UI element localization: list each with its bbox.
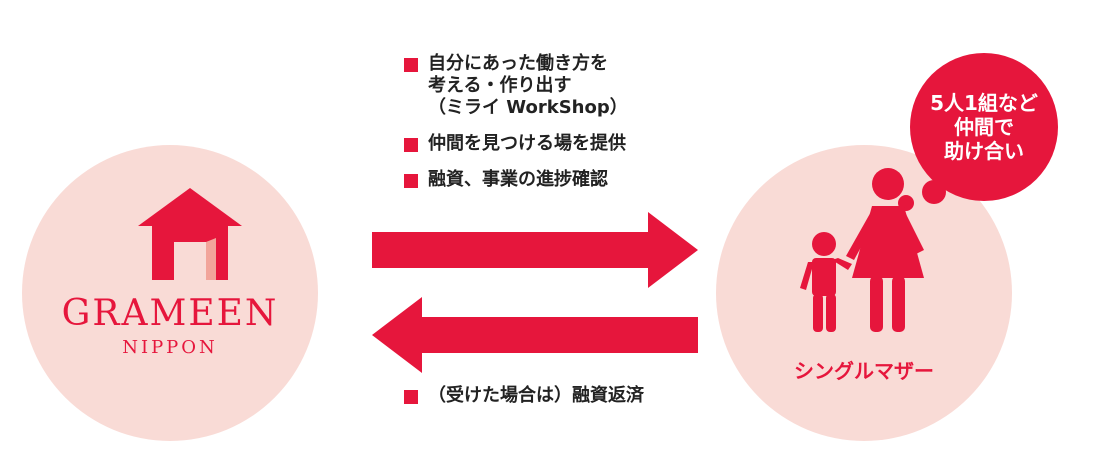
right-arrow <box>372 212 698 288</box>
badge-text: 5人1組など 仲間で 助け合い <box>930 91 1038 163</box>
left-arrow <box>372 297 698 373</box>
peer-support-badge: 5人1組など 仲間で 助け合い <box>910 53 1058 201</box>
logo-sub-text: NIPPON <box>122 337 218 358</box>
service-list: 自分にあった働き方を 考える・作り出す （ミライ WorkShop） 仲間を見つ… <box>404 53 628 191</box>
repayment-item: （受けた場合は）融資返済 <box>404 385 644 407</box>
service-item-text: 融資、事業の進捗確認 <box>428 169 608 190</box>
thought-bubble-large <box>922 180 946 204</box>
service-item: 融資、事業の進捗確認 <box>404 169 628 191</box>
repayment-item-text: （受けた場合は）融資返済 <box>428 385 644 406</box>
grameen-circle <box>22 145 318 441</box>
service-item: 自分にあった働き方を 考える・作り出す （ミライ WorkShop） <box>404 53 628 119</box>
service-item: 仲間を見つける場を提供 <box>404 133 628 155</box>
repayment-list: （受けた場合は）融資返済 <box>404 385 644 407</box>
house-icon <box>138 188 242 280</box>
mother-child-icon <box>800 168 924 332</box>
logo-main-text: GRAMEEN <box>61 293 279 334</box>
single-mother-label: シングルマザー <box>794 359 934 383</box>
service-item-text: 自分にあった働き方を 考える・作り出す （ミライ WorkShop） <box>428 53 628 118</box>
service-item-text: 仲間を見つける場を提供 <box>428 133 626 154</box>
